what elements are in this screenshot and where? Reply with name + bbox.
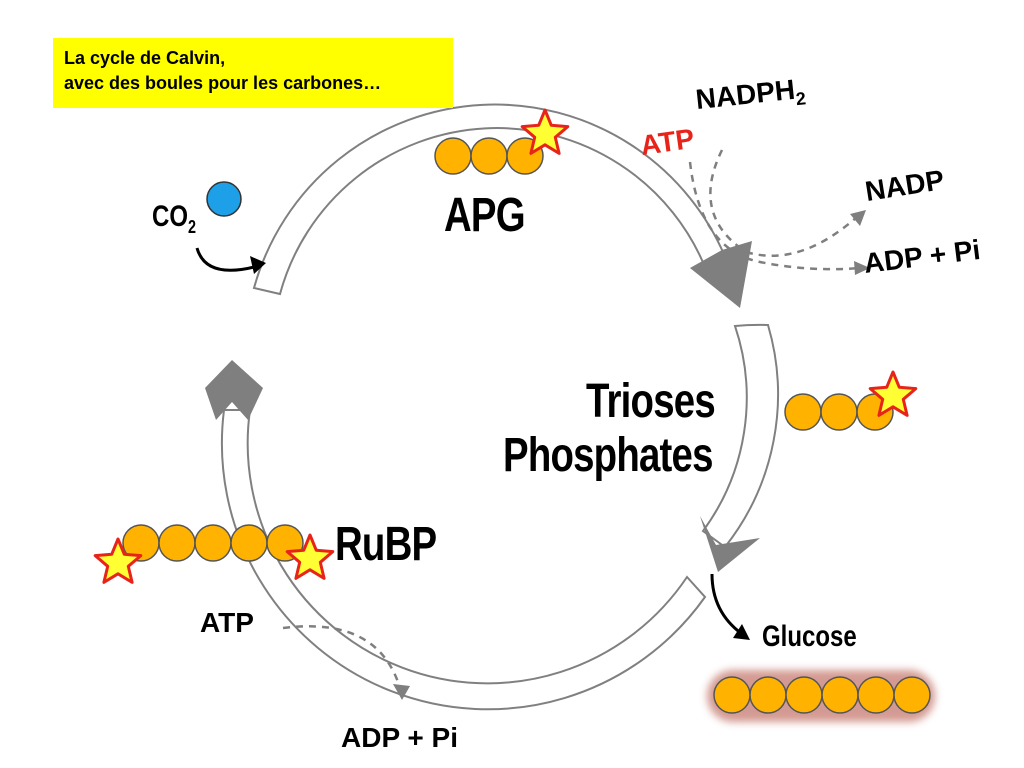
co2-ball	[206, 181, 242, 217]
arrowhead-top-right	[690, 241, 752, 308]
phosphate-star	[868, 370, 918, 417]
apg-label: APG	[444, 189, 526, 242]
carbon-ball	[470, 137, 508, 175]
co2-label: CO2	[152, 200, 197, 237]
phosphate-star	[285, 533, 335, 580]
carbon-ball	[857, 676, 895, 714]
carbon-ball	[820, 393, 858, 431]
carbon-ball	[893, 676, 931, 714]
arrowhead-right-bottom	[700, 516, 760, 572]
co2-entry-arrow	[195, 247, 259, 272]
phosphate-star	[93, 537, 143, 584]
carbon-ball	[230, 524, 268, 562]
carbon-ball	[713, 676, 751, 714]
phosphate-star	[520, 108, 570, 155]
carbon-ball	[821, 676, 859, 714]
carbon-ball	[785, 676, 823, 714]
phosphate-stars	[93, 108, 918, 584]
adp-pi-bottom-label: ADP + Pi	[341, 722, 458, 753]
adp-top-arrowhead	[854, 261, 870, 275]
arrowhead-left-up	[205, 360, 263, 420]
trioses-label-line1: Trioses	[586, 375, 716, 428]
title-line-1: La cycle de Calvin,	[64, 48, 226, 68]
glucose-exit-arrow	[710, 573, 743, 636]
rubp-label: RuBP	[335, 518, 437, 571]
arc-right	[701, 323, 779, 549]
trioses-carbon-chain	[784, 393, 894, 431]
nadp-arrowhead	[850, 210, 866, 226]
carbon-ball	[434, 137, 472, 175]
glucose-carbon-chain	[713, 676, 931, 714]
diagram-title: La cycle de Calvin, avec des boules pour…	[53, 38, 453, 108]
carbon-ball	[194, 524, 232, 562]
apg-carbon-chain	[434, 137, 544, 175]
rubp-carbon-chain	[122, 524, 304, 562]
atp-bottom-label: ATP	[200, 607, 254, 638]
title-line-2: avec des boules pour les carbones…	[64, 73, 382, 93]
carbon-ball	[749, 676, 787, 714]
glucose-label: Glucose	[762, 620, 857, 653]
bottom-reaction-line	[282, 625, 402, 689]
carbon-ball	[158, 524, 196, 562]
carbon-ball	[784, 393, 822, 431]
top-reaction-lines	[688, 149, 861, 271]
trioses-label-line2: Phosphates	[503, 429, 713, 482]
